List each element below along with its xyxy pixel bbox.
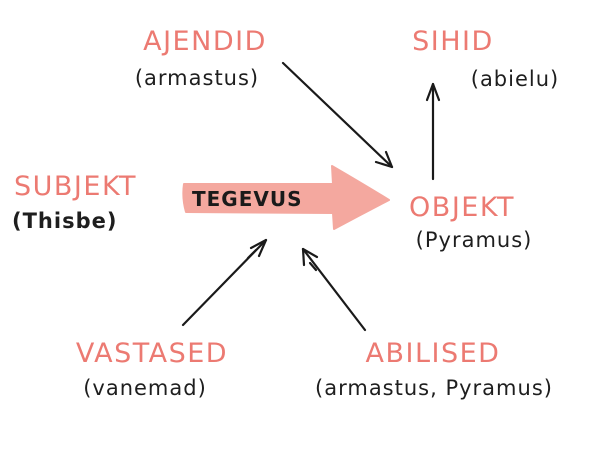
node-opponents: VASTASED (vanemad)	[76, 338, 228, 400]
node-opponents-entity: (vanemad)	[83, 376, 207, 400]
node-goal: SIHID (abielu)	[412, 26, 559, 91]
action-label: TEGEVUS	[192, 187, 303, 211]
node-object: OBJEKT (Pyramus)	[409, 192, 533, 252]
action-arrow: TEGEVUS	[182, 165, 390, 230]
arrow-opponents-to-action	[181, 238, 268, 327]
node-goal-role: SIHID	[412, 26, 494, 57]
node-allies: ABILISED (armastus, Pyramus)	[315, 338, 553, 400]
node-helper-role: AJENDID	[143, 26, 267, 57]
node-helper: AJENDID (armastus)	[135, 26, 267, 90]
node-object-role: OBJEKT	[409, 192, 515, 223]
node-opponents-role: VASTASED	[76, 338, 228, 369]
node-helper-entity: (armastus)	[135, 66, 259, 90]
node-object-entity: (Pyramus)	[416, 228, 533, 252]
arrow-helper-to-object	[281, 61, 394, 169]
node-allies-entity: (armastus, Pyramus)	[315, 376, 553, 400]
action-arrow-shape	[182, 165, 390, 230]
node-allies-role: ABILISED	[366, 338, 501, 369]
node-goal-entity: (abielu)	[471, 67, 559, 91]
node-subject-entity: (Thisbe)	[12, 209, 117, 233]
arrow-object-to-goal	[425, 82, 441, 181]
node-subject: SUBJEKT (Thisbe)	[12, 171, 137, 233]
arrow-allies-to-action	[301, 247, 367, 332]
node-subject-role: SUBJEKT	[14, 171, 137, 202]
